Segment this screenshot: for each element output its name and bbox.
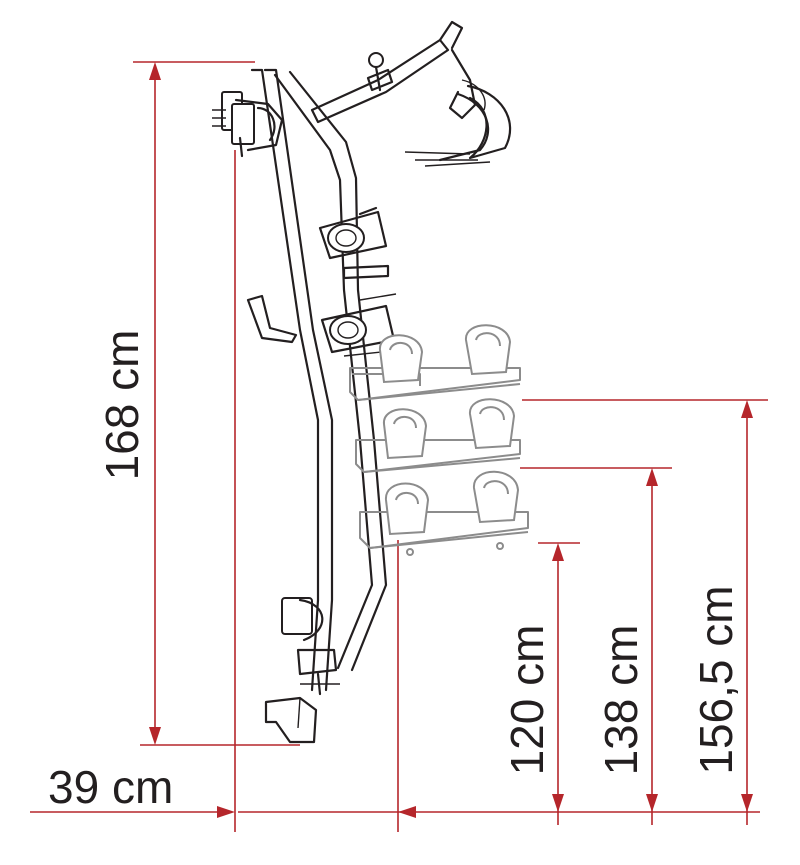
wheel-supports: [349, 324, 529, 556]
bottom-foot: [264, 696, 318, 744]
top-mounting-bracket: [212, 91, 284, 158]
upper-arm: [310, 38, 450, 124]
bike-carrier-illustration: [212, 20, 512, 744]
upper-hook: [404, 48, 512, 167]
support-3-dimension-line: [522, 399, 768, 825]
support-3-label: 156,5 cm: [690, 585, 742, 774]
lower-mounting-bracket: [281, 597, 340, 696]
dimension-lines: [30, 61, 768, 832]
height-label: 168 cm: [96, 330, 148, 481]
support-1-label: 120 cm: [501, 625, 553, 776]
tube-hook: [246, 294, 298, 344]
height-dimension-line: [133, 61, 300, 746]
support-2-label: 138 cm: [595, 625, 647, 776]
wheel-support-tray-2: [355, 398, 521, 473]
depth-dimension-line: [30, 150, 760, 832]
wheel-support-tray-1: [359, 470, 529, 556]
frame-clamp-upper: [318, 206, 390, 280]
rear-frame-tube: [250, 68, 320, 692]
support-2-dimension-line: [520, 467, 672, 825]
wheel-support-tray-3: [349, 324, 521, 401]
depth-label: 39 cm: [48, 761, 173, 813]
support-1-dimension-line: [538, 542, 580, 825]
front-frame-tube: [273, 73, 374, 670]
